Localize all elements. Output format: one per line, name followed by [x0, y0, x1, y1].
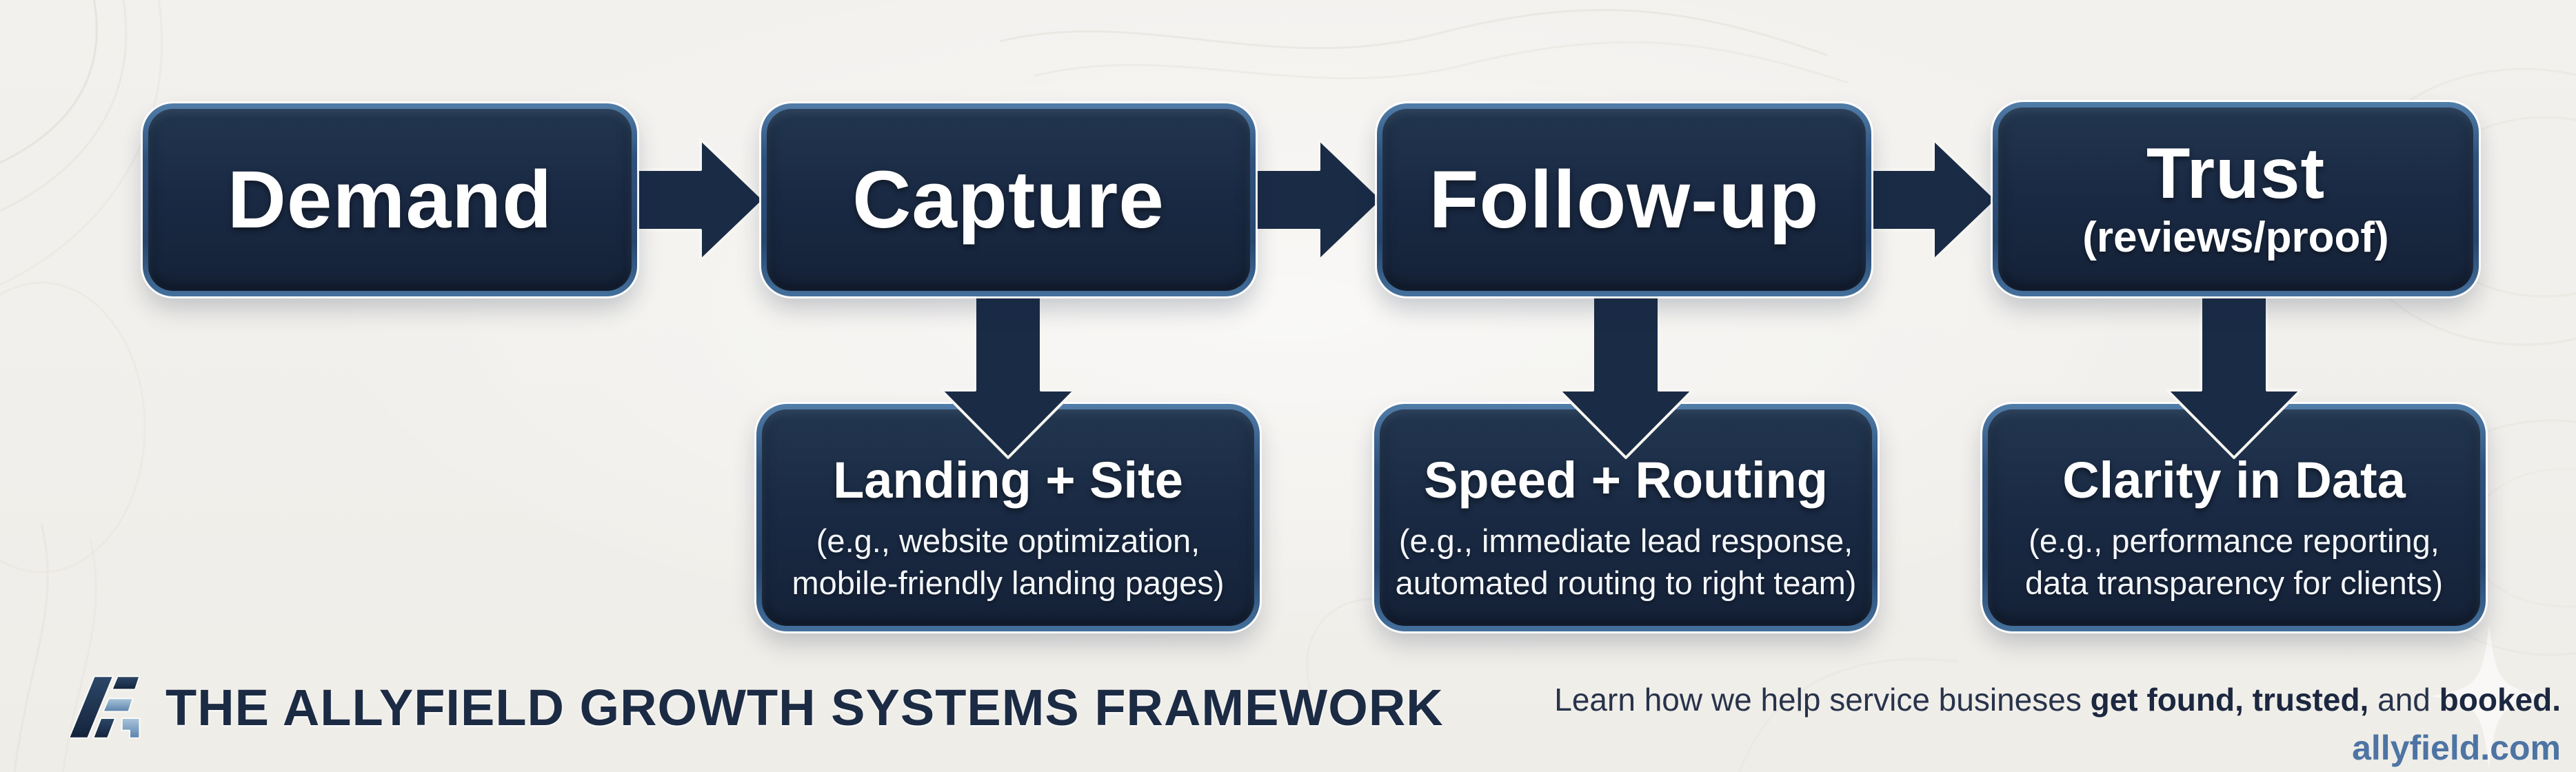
- arrow-right-icon-follow-up-to-trust: [1862, 138, 1998, 262]
- stage-box-trust: Trust (reviews/proof): [1993, 102, 2479, 296]
- detail-title-landing-site: Landing + Site: [833, 451, 1183, 509]
- stage-box-demand-surface: Demand: [148, 109, 632, 291]
- stage-box-trust-surface: Trust (reviews/proof): [1998, 108, 2473, 291]
- stage-label-follow-up: Follow-up: [1429, 154, 1820, 245]
- footer-tagline: Learn how we help service busineses get …: [1554, 682, 2561, 718]
- stage-box-demand: Demand: [143, 103, 637, 296]
- stage-box-capture: Capture: [761, 103, 1256, 296]
- stage-box-capture-surface: Capture: [767, 109, 1250, 291]
- stage-label-demand: Demand: [227, 154, 553, 245]
- allyfield-logo-icon: [69, 676, 141, 739]
- sparkle-decoration: [2431, 624, 2548, 769]
- footer-brand: THE ALLYFIELD GROWTH SYSTEMS FRAMEWORK: [69, 670, 1444, 744]
- arrow-down-icon-trust: [2166, 288, 2302, 459]
- detail-desc-landing-site: (e.g., website optimization, mobile-frie…: [792, 522, 1225, 601]
- framework-title: THE ALLYFIELD GROWTH SYSTEMS FRAMEWORK: [165, 678, 1444, 736]
- footer-tagline-block: Learn how we help service busineses get …: [1554, 681, 2561, 768]
- website-link[interactable]: allyfield.com: [2352, 729, 2561, 767]
- arrow-right-icon-demand-to-capture: [629, 138, 765, 262]
- arrow-down-icon-follow-up: [1558, 288, 1694, 459]
- stage-sublabel-trust: (reviews/proof): [2082, 214, 2389, 262]
- arrow-right-icon-capture-to-follow-up: [1247, 138, 1384, 262]
- stage-label-trust: Trust: [2146, 134, 2326, 214]
- stage-label-capture: Capture: [852, 154, 1165, 245]
- arrow-down-icon-capture: [940, 288, 1076, 459]
- detail-desc-clarity-data: (e.g., performance reporting, data trans…: [2024, 522, 2444, 601]
- detail-title-clarity-data: Clarity in Data: [2062, 451, 2406, 509]
- stage-box-follow-up: Follow-up: [1377, 103, 1871, 296]
- detail-desc-speed-routing: (e.g., immediate lead response, automate…: [1395, 522, 1857, 601]
- detail-title-speed-routing: Speed + Routing: [1424, 451, 1828, 509]
- stage-box-follow-up-surface: Follow-up: [1382, 109, 1866, 291]
